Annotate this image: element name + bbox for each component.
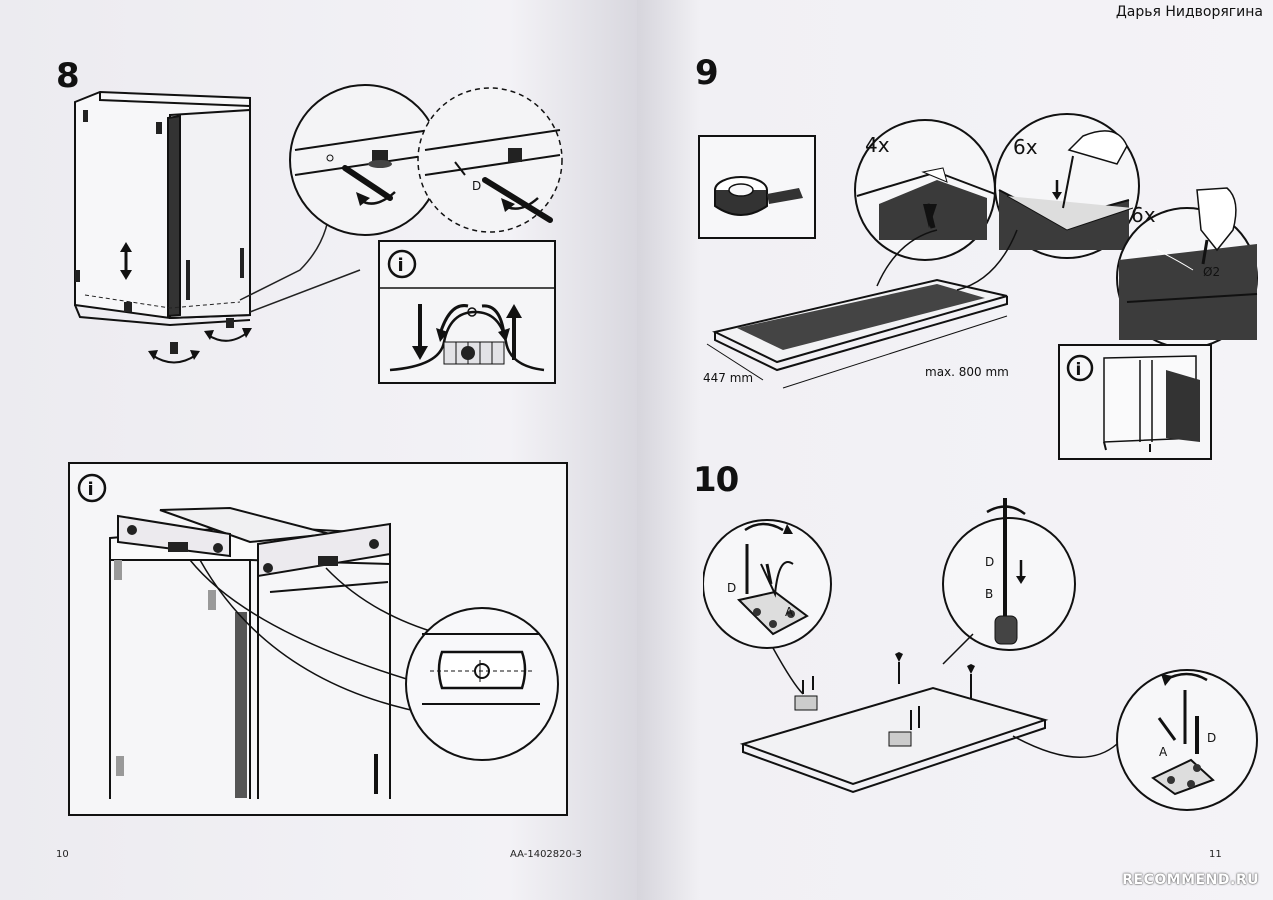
drill-diameter: Ø2 — [1203, 265, 1220, 279]
right-page-number: 11 — [1209, 849, 1222, 860]
info-icon: i — [398, 255, 404, 276]
info-frame-leveling: i — [68, 462, 568, 816]
document-code: AA-1402820-3 — [510, 849, 582, 860]
label-a-right: A — [1159, 745, 1168, 759]
info-box-level-adjust: i — [378, 240, 556, 384]
screw-label-d: D — [472, 179, 481, 193]
left-page-number: 10 — [56, 849, 69, 860]
left-page: 8 — [0, 0, 637, 900]
label-b-middle: B — [985, 587, 993, 601]
qty-drill: 6x — [1013, 135, 1038, 159]
label-a-left: A — [785, 605, 794, 619]
info-icon-3: i — [1076, 360, 1082, 380]
step-8-illustration: D — [74, 84, 563, 364]
step-8-number: 8 — [56, 56, 80, 96]
right-page: Дарья Нидворягина 9 4x — [637, 0, 1273, 900]
info-box-panel: i — [1058, 344, 1212, 460]
step-10-illustration: D A D B A D — [703, 498, 1258, 811]
site-watermark: RECOMMEND.RU — [1122, 872, 1259, 888]
qty-drill-2: 6x — [1131, 203, 1156, 227]
dim-width: 447 mm — [703, 371, 753, 385]
label-d-right: D — [1207, 731, 1216, 745]
author-watermark: Дарья Нидворягина — [1115, 4, 1263, 20]
label-d-middle: D — [985, 555, 994, 569]
step-9-illustration: 4x 6x 6x Ø2 447 — [698, 113, 1258, 389]
info-icon-2: i — [88, 479, 94, 500]
qty-tape: 4x — [865, 133, 890, 157]
step-9-number: 9 — [695, 53, 719, 93]
step-10-number: 10 — [693, 460, 739, 500]
dim-length: max. 800 mm — [925, 365, 1009, 379]
label-d-left: D — [727, 581, 736, 595]
